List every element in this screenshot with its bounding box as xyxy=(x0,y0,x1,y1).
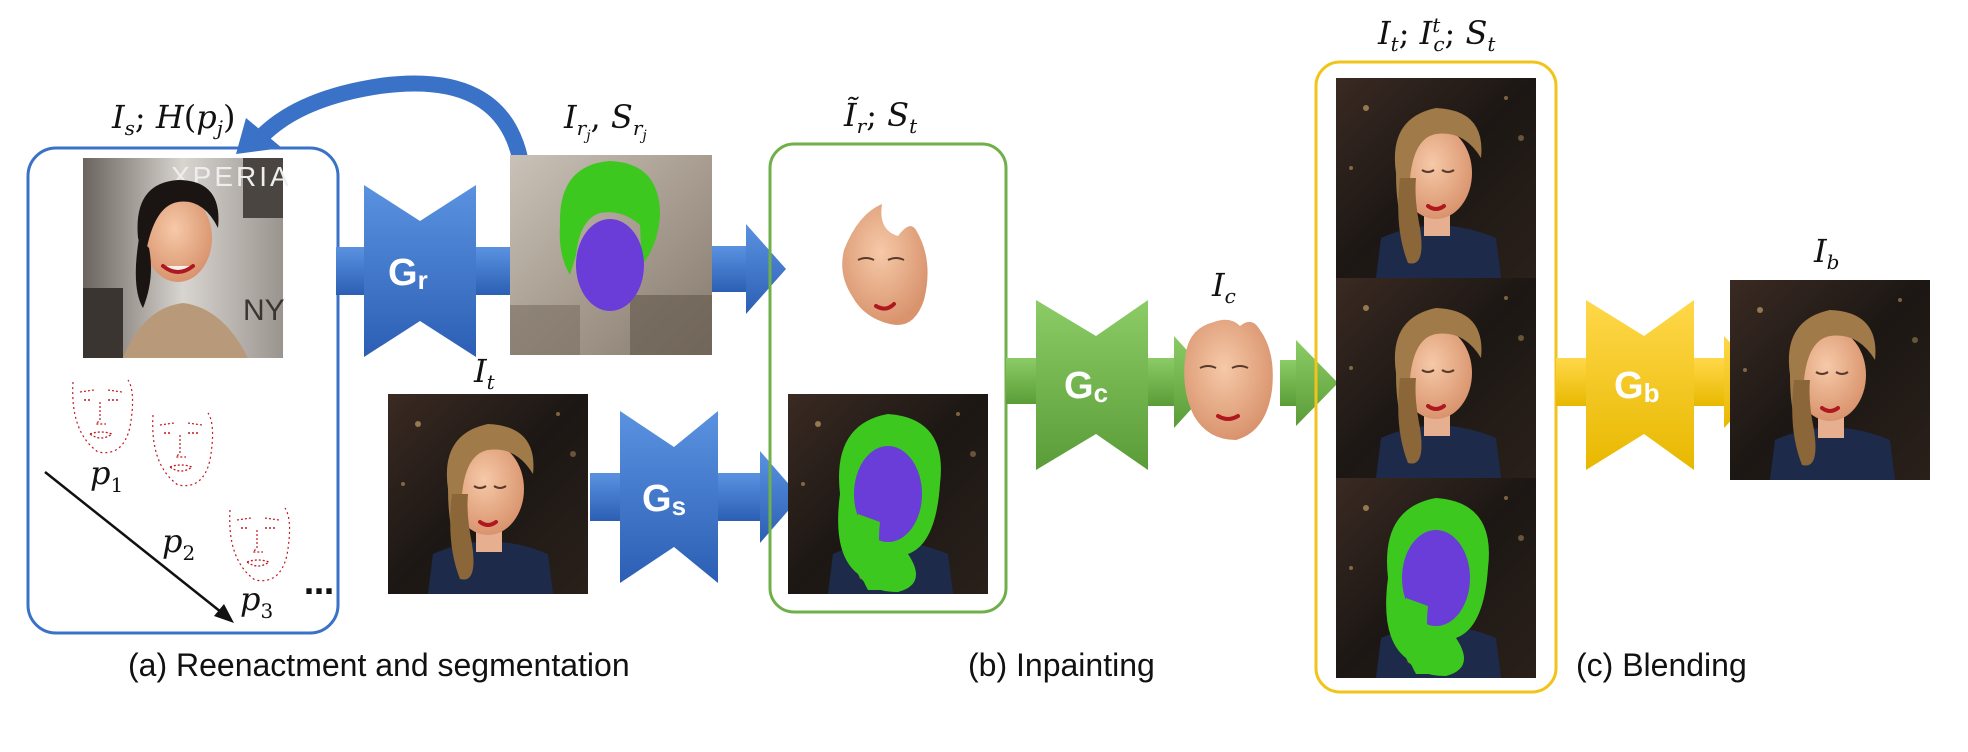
completed-label: Ic xyxy=(1211,266,1236,308)
svg-text:Gr: Gr xyxy=(388,252,428,295)
svg-text:Gb: Gb xyxy=(1614,365,1659,408)
target-image xyxy=(386,392,590,596)
target-segmentation xyxy=(786,392,990,596)
masked-face xyxy=(842,204,928,325)
ellipsis: … xyxy=(304,567,334,602)
completed-face xyxy=(1184,319,1273,440)
svg-text:Gs: Gs xyxy=(642,478,686,521)
face-input-label: Ĩr; St xyxy=(843,96,918,138)
blend-input-target xyxy=(1334,76,1538,280)
landmark-heatmap-2 xyxy=(152,412,214,487)
source-label: Is; H(pj) xyxy=(111,98,235,140)
reenacted-label: Irj, Srj xyxy=(563,98,647,144)
generator-gs: Gs xyxy=(590,411,800,583)
blend-input-transferred xyxy=(1334,276,1538,480)
caption-stage-a: (a) Reenactment and segmentation xyxy=(128,647,630,683)
landmark-heatmap-3 xyxy=(229,507,291,582)
landmark-label-3: p3 xyxy=(240,580,273,623)
landmark-sequence-arrow xyxy=(44,471,234,623)
blended-label: Ib xyxy=(1813,232,1839,274)
feedback-arrow xyxy=(236,75,528,160)
reenacted-image xyxy=(510,155,712,355)
source-watermark-bottom: NY xyxy=(243,294,285,327)
blend-input-segmentation xyxy=(1334,476,1538,680)
landmark-heatmap-1 xyxy=(72,379,134,454)
landmark-label-2: p2 xyxy=(162,522,195,565)
arrow-reenacted-to-face xyxy=(712,224,786,314)
source-image: XPERIA NY xyxy=(83,158,289,358)
svg-text:Gc: Gc xyxy=(1064,365,1108,408)
target-label: It xyxy=(473,352,496,394)
caption-stage-b: (b) Inpainting xyxy=(968,647,1155,683)
arrow-completed-to-blend xyxy=(1280,340,1338,426)
caption-stage-c: (c) Blending xyxy=(1576,647,1747,683)
stage-a-frame xyxy=(26,146,340,635)
blended-image xyxy=(1728,278,1932,482)
landmark-label-1: p1 xyxy=(90,454,123,497)
